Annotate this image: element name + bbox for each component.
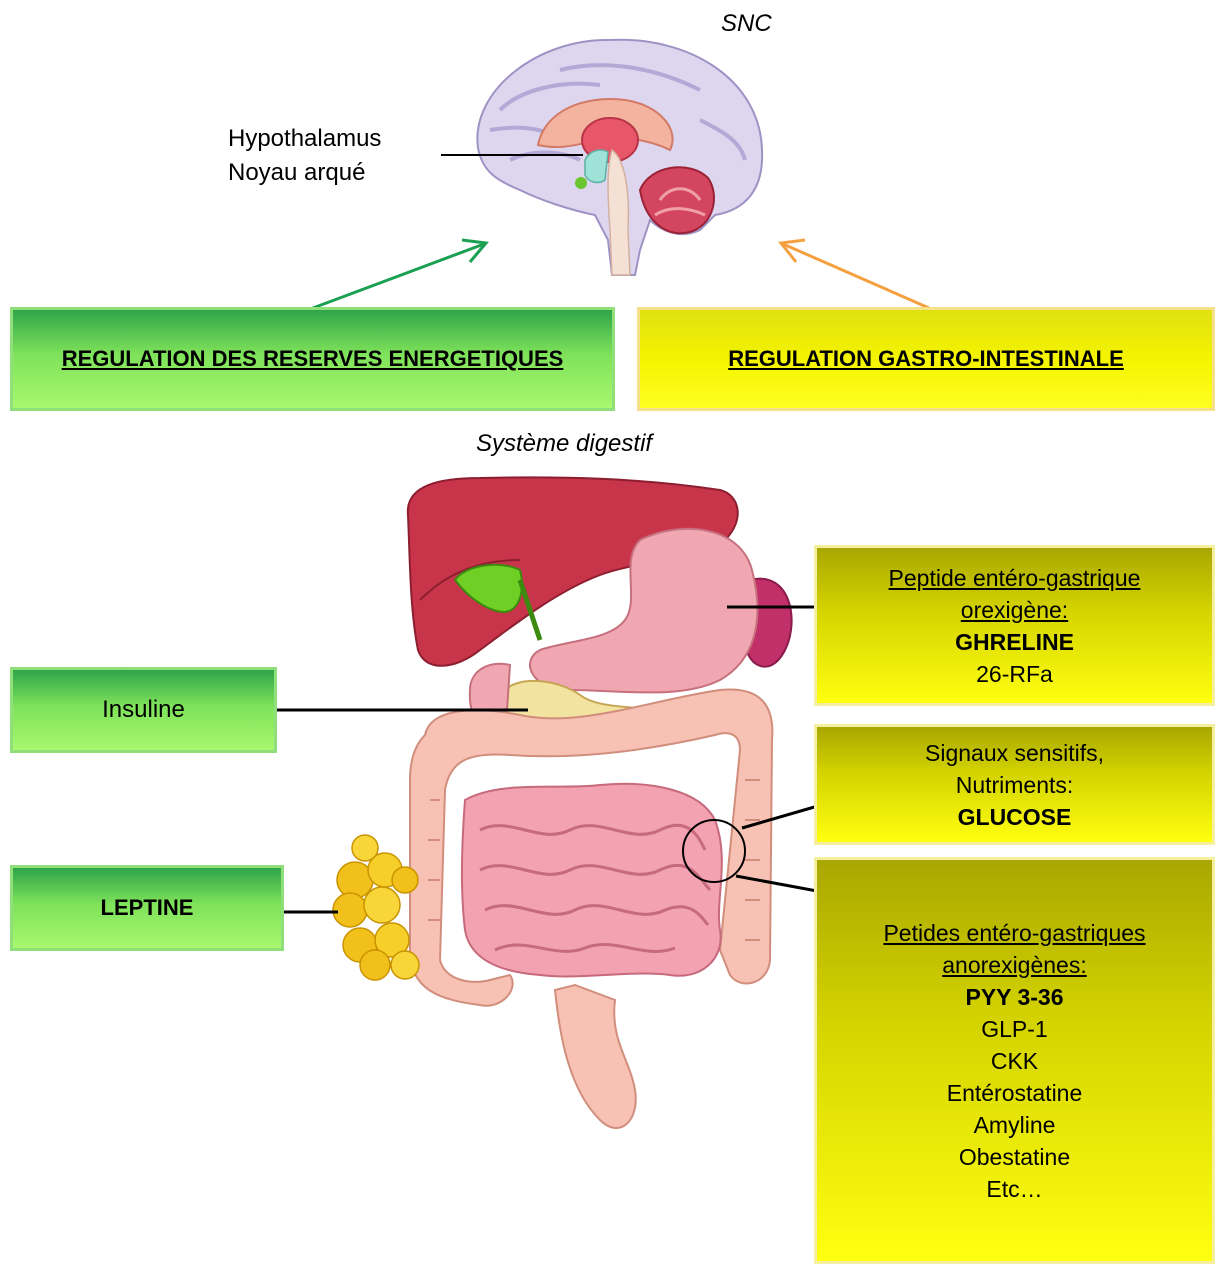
adipose-tissue-illustration xyxy=(333,835,419,980)
nutrients-text: Nutriments: xyxy=(956,769,1074,801)
hypothalamus-label: Hypothalamus Noyau arqué xyxy=(228,122,381,190)
orexigenic-title-line2: orexigène: xyxy=(961,594,1068,626)
snc-caption: SNC xyxy=(721,10,772,38)
orexigenic-title-line1: Peptide entéro-gastrique xyxy=(889,562,1141,594)
sensory-signals-text: Signaux sensitifs, xyxy=(925,737,1104,769)
rfa-26-text: 26-RFa xyxy=(976,658,1053,690)
anorexigenic-item: Entérostatine xyxy=(947,1077,1083,1109)
gastro-intestinal-title: REGULATION GASTRO-INTESTINALE xyxy=(728,346,1124,372)
green-arrow xyxy=(313,240,486,308)
pyy-text: PYY 3-36 xyxy=(965,981,1063,1013)
anorexigenic-item: Etc… xyxy=(986,1173,1042,1205)
anorexigenic-item: Amyline xyxy=(974,1109,1056,1141)
ghreline-text: GHRELINE xyxy=(955,626,1074,658)
small-intestine-illustration xyxy=(462,784,722,977)
sensory-signals-box: Signaux sensitifs, Nutriments: GLUCOSE xyxy=(814,724,1215,845)
anorexigenic-item: Obestatine xyxy=(959,1141,1070,1173)
leptine-box: LEPTINE xyxy=(10,865,284,951)
arcuate-nucleus-text: Noyau arqué xyxy=(228,156,381,190)
anorexigenic-item: GLP-1 xyxy=(981,1013,1047,1045)
digestive-system-caption: Système digestif xyxy=(476,430,652,458)
gastro-intestinal-header-box: REGULATION GASTRO-INTESTINALE xyxy=(637,307,1215,411)
leptine-text: LEPTINE xyxy=(101,895,194,921)
anorexigenic-item: CKK xyxy=(991,1045,1038,1077)
orexigenic-peptide-box: Peptide entéro-gastrique orexigène: GHRE… xyxy=(814,545,1215,706)
anorexigenic-peptides-box: Petides entéro-gastriques anorexigènes: … xyxy=(814,857,1215,1264)
glucose-text: GLUCOSE xyxy=(958,801,1072,833)
energy-reserves-header-box: REGULATION DES RESERVES ENERGETIQUES xyxy=(10,307,615,411)
orange-arrow xyxy=(781,240,929,308)
insuline-text: Insuline xyxy=(102,696,185,724)
energy-reserves-title: REGULATION DES RESERVES ENERGETIQUES xyxy=(62,346,564,372)
insuline-box: Insuline xyxy=(10,667,277,753)
brain-illustration xyxy=(477,40,762,275)
anorexigenic-title-line2: anorexigènes: xyxy=(942,949,1087,981)
anorexigenic-title-line1: Petides entéro-gastriques xyxy=(883,917,1145,949)
hypothalamus-text: Hypothalamus xyxy=(228,122,381,156)
